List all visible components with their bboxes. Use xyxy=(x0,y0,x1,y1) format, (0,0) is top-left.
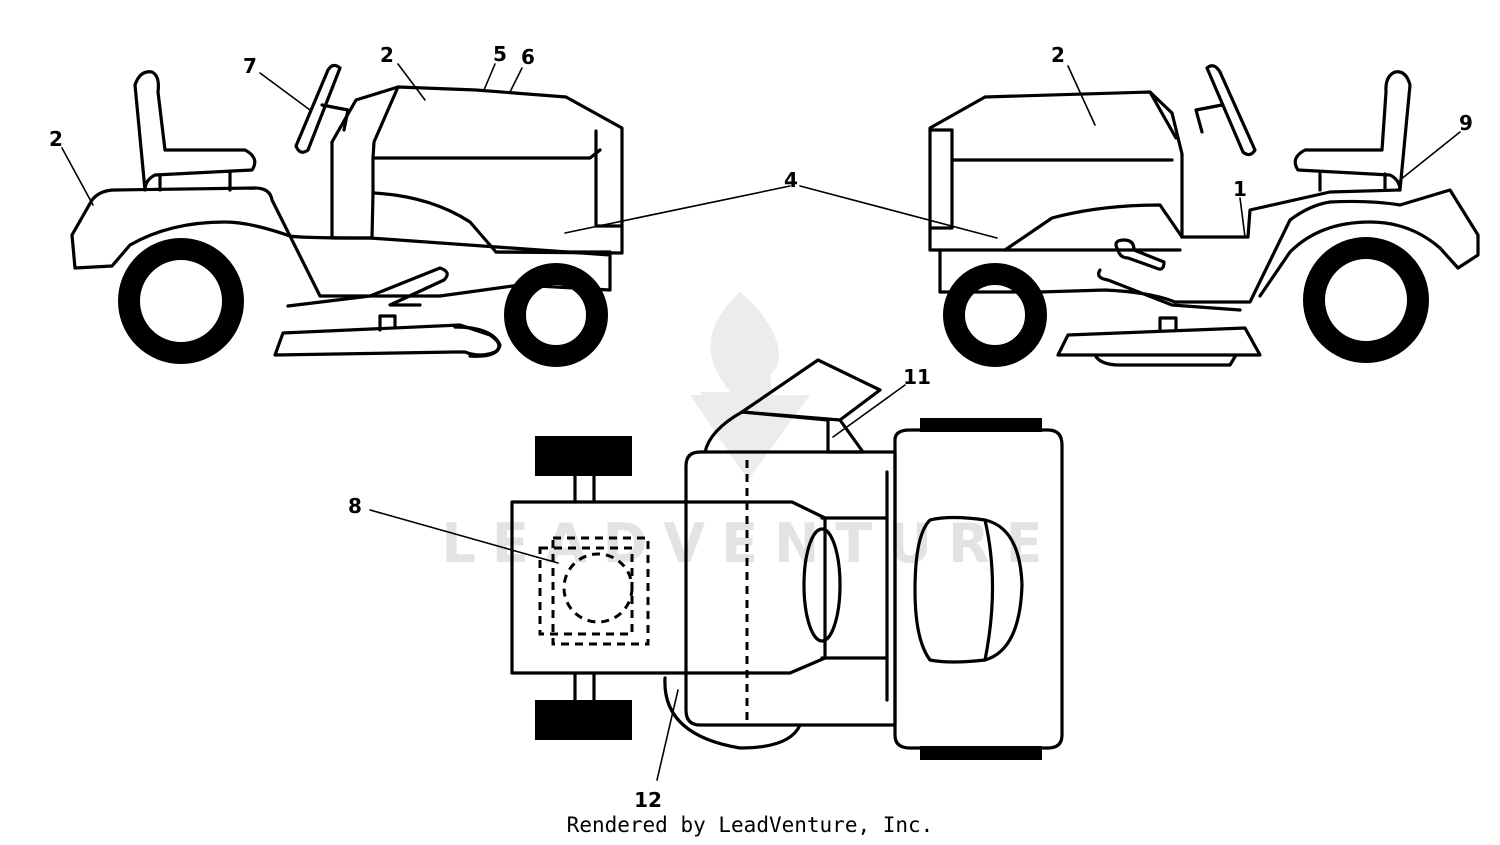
front-tire-top xyxy=(535,436,632,476)
callout-4: 4 xyxy=(784,168,798,192)
rear-tire-bottom xyxy=(920,746,1042,760)
mower-deck xyxy=(273,323,501,357)
control-lever xyxy=(1114,238,1166,271)
seat xyxy=(1293,70,1412,192)
callout-9: 9 xyxy=(1459,111,1473,135)
callout-5: 5 xyxy=(493,42,507,66)
engine-hood xyxy=(330,85,624,255)
footer-credit: Rendered by LeadVenture, Inc. xyxy=(566,813,934,837)
front-wheel xyxy=(943,263,1047,367)
callout-2-hood-left: 2 xyxy=(380,43,394,67)
decal-area-outer xyxy=(538,546,634,636)
steering-wheel xyxy=(1205,64,1257,157)
mower-deck xyxy=(684,450,897,727)
callout-8: 8 xyxy=(348,494,362,518)
callout-12: 12 xyxy=(634,788,662,812)
hood-top xyxy=(510,500,827,675)
rear-body xyxy=(893,428,1064,750)
seat xyxy=(133,70,257,192)
mower-deck xyxy=(1056,326,1262,357)
rear-wheel xyxy=(1303,237,1429,363)
left-side-view: 2 7 2 5 6 4 xyxy=(49,42,798,367)
callout-2-rear: 2 xyxy=(49,127,63,151)
callout-1: 1 xyxy=(1233,177,1247,201)
watermark-text: LEADVENTURE xyxy=(442,512,1059,575)
front-tire-bottom xyxy=(535,700,632,740)
steering-wheel-top xyxy=(802,527,842,643)
callout-2-hood-right: 2 xyxy=(1051,43,1065,67)
steering-wheel xyxy=(294,63,342,154)
rear-fender xyxy=(938,188,1480,304)
engine-hood xyxy=(928,90,1184,252)
footrest xyxy=(1097,268,1242,312)
watermark: LEADVENTURE xyxy=(442,292,1059,575)
rear-fender xyxy=(70,186,612,298)
callout-6: 6 xyxy=(521,45,535,69)
rear-wheel xyxy=(118,238,244,364)
footrest xyxy=(286,266,449,308)
right-side-view: 2 9 1 xyxy=(799,43,1480,367)
front-wheel xyxy=(504,263,608,367)
decal-area-inner xyxy=(551,536,650,646)
rear-tire-top xyxy=(920,418,1042,432)
callout-7: 7 xyxy=(243,54,257,78)
discharge-chute xyxy=(740,358,882,454)
decal-area-circle xyxy=(562,552,634,624)
top-view: 11 8 12 xyxy=(348,358,1064,812)
callout-11: 11 xyxy=(903,365,931,389)
